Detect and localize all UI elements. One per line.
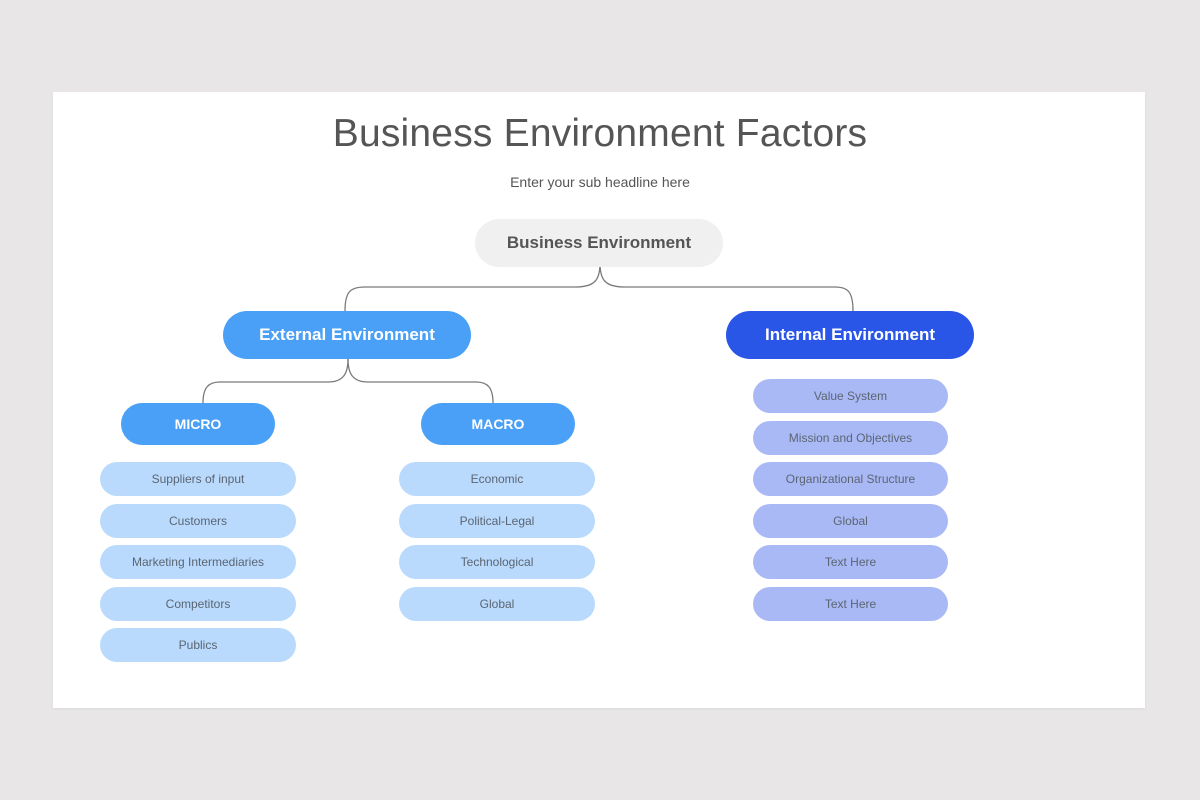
macro-item: Technological — [399, 545, 595, 579]
slide-title: Business Environment Factors — [332, 112, 868, 155]
micro-item: Marketing Intermediaries — [100, 545, 296, 579]
micro-node: MICRO — [121, 403, 275, 445]
internal-item: Value System — [753, 379, 948, 413]
internal-item: Mission and Objectives — [753, 421, 948, 455]
micro-item: Competitors — [100, 587, 296, 621]
internal-item: Organizational Structure — [753, 462, 948, 496]
internal-environment-node: Internal Environment — [726, 311, 974, 359]
macro-item: Economic — [399, 462, 595, 496]
micro-item: Customers — [100, 504, 296, 538]
micro-item: Suppliers of input — [100, 462, 296, 496]
slide-subtitle: Enter your sub headline here — [510, 174, 690, 190]
micro-item: Publics — [100, 628, 296, 662]
external-environment-node: External Environment — [223, 311, 471, 359]
internal-item: Text Here — [753, 545, 948, 579]
macro-item: Political-Legal — [399, 504, 595, 538]
macro-item: Global — [399, 587, 595, 621]
macro-node: MACRO — [421, 403, 575, 445]
business-environment-node: Business Environment — [475, 219, 723, 267]
internal-item: Text Here — [753, 587, 948, 621]
internal-item: Global — [753, 504, 948, 538]
